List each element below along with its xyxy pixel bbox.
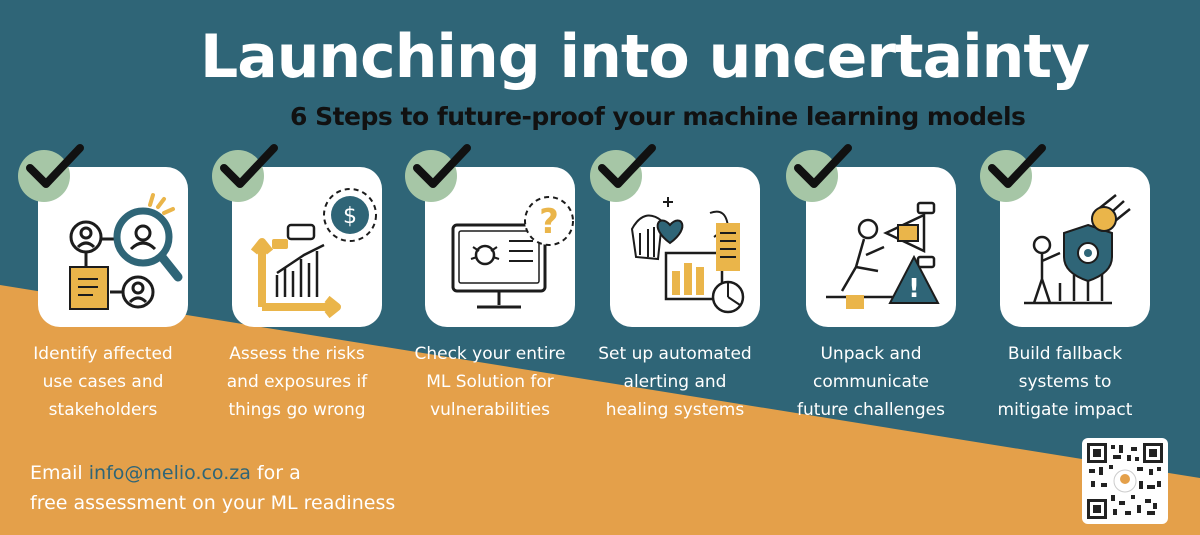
step-card: $ [232,167,382,327]
page-subtitle: 6 Steps to future-proof your machine lea… [290,102,1026,131]
checkmark-icon [794,144,852,188]
check-badge [212,144,278,202]
svg-text:?: ? [539,202,559,242]
step-label: Assess the risks and exposures if things… [226,344,368,420]
svg-text:$: $ [343,204,357,229]
check-badge [405,144,471,202]
magnifier-people-icon [69,193,183,310]
qr-code-icon [1087,443,1163,519]
qr-code[interactable] [1082,438,1168,524]
step-label: Build fallback systems to mitigate impac… [997,344,1133,420]
step-label: Check your entire ML Solution for vulner… [414,344,566,420]
check-badge [590,144,656,202]
step-label: Set up automated alerting and healing sy… [598,344,752,420]
email-link[interactable]: info@melio.co.za [88,462,251,484]
step-label: Identify affected use cases and stakehol… [33,344,173,420]
step-label: Unpack and communicate future challenges [796,344,945,420]
step-card [38,167,188,327]
checkmark-icon [26,144,84,188]
check-badge [980,144,1046,202]
checkmark-icon [413,144,471,188]
checkmark-icon [988,144,1046,188]
checkmark-icon [598,144,656,188]
shield-meteor-icon [1024,194,1131,305]
alert-heal-report-icon [630,197,745,314]
monitor-bug-icon: ? [451,196,574,309]
page-title: Launching into uncertainty [200,22,1090,92]
risk-chart-dollar-icon: $ [250,188,377,319]
check-badge [786,144,852,202]
megaphone-warning-icon: ! [826,201,940,309]
svg-text:!: ! [908,274,920,304]
check-badge [18,144,84,202]
checkmark-icon [220,144,278,188]
